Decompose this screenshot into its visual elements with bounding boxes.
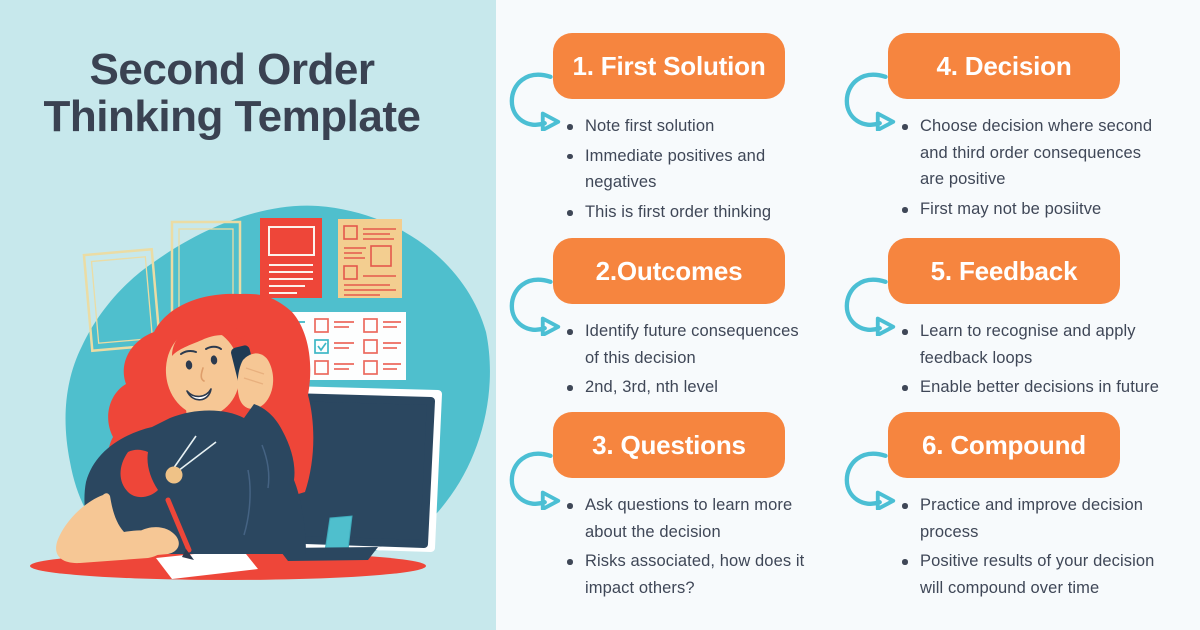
section-decision: 4. Decision Choose decision where second… — [844, 33, 1188, 226]
title-line-2: Thinking Template — [43, 92, 421, 141]
bullet-list: Ask questions to learn more about the de… — [565, 492, 851, 602]
section-header: 2.Outcomes — [553, 238, 785, 304]
bullet-list: Note first solution Immediate positives … — [565, 113, 851, 226]
eyebrows — [180, 345, 222, 355]
section-header: 5. Feedback — [888, 238, 1120, 304]
necklace — [172, 435, 217, 472]
curved-arrow-icon — [844, 451, 896, 510]
pendant — [165, 466, 183, 484]
sticky-notes-icon — [338, 219, 402, 298]
curved-arrow-icon — [509, 451, 561, 510]
bullet-list: Identify future consequences of this dec… — [565, 318, 851, 401]
hair-side-lock — [120, 449, 158, 498]
section-feedback: 5. Feedback Learn to recognise and apply… — [844, 238, 1188, 404]
page-title: Second Order Thinking Template — [0, 46, 464, 140]
left-panel: Second Order Thinking Template — [0, 0, 496, 630]
red-poster-icon — [260, 218, 322, 298]
bullet-item: Identify future consequences of this dec… — [565, 318, 851, 371]
section-first-solution: 1. First Solution Note first solution Im… — [509, 33, 853, 229]
phone-hand-fingers — [243, 367, 265, 385]
title-line-1: Second Order — [89, 45, 375, 94]
section-compound: 6. Compound Practice and improve decisio… — [844, 412, 1188, 605]
section-outcomes: 2.Outcomes Identify future consequences … — [509, 238, 853, 404]
curved-arrow-icon — [844, 72, 896, 131]
bullet-item: Practice and improve decision process — [900, 492, 1186, 545]
bullet-item: Learn to recognise and apply feedback lo… — [900, 318, 1186, 371]
bullet-item: 2nd, 3rd, nth level — [565, 374, 851, 401]
shirt-folds — [243, 444, 270, 536]
writing-arm — [56, 493, 164, 564]
section-header: 4. Decision — [888, 33, 1120, 99]
bullet-item: Ask questions to learn more about the de… — [565, 492, 851, 545]
bullet-item: Immediate positives and negatives — [565, 143, 851, 196]
curved-arrow-icon — [509, 277, 561, 336]
bullet-item: Risks associated, how does it impact oth… — [565, 548, 851, 601]
section-header: 3. Questions — [553, 412, 785, 478]
bullet-list: Practice and improve decision process Po… — [900, 492, 1186, 602]
bullet-item: Enable better decisions in future — [900, 374, 1186, 401]
nose — [200, 367, 205, 382]
bullet-list: Choose decision where second and third o… — [900, 113, 1186, 223]
section-header: 6. Compound — [888, 412, 1120, 478]
woman-figure — [56, 293, 314, 564]
paper-sheet — [156, 549, 258, 579]
curved-arrow-icon — [509, 72, 561, 131]
pen-icon — [165, 497, 194, 560]
bullet-item: Positive results of your decision will c… — [900, 548, 1186, 601]
smiling-mouth — [186, 388, 212, 401]
section-questions: 3. Questions Ask questions to learn more… — [509, 412, 853, 605]
bullet-item: Note first solution — [565, 113, 851, 140]
bullet-list: Learn to recognise and apply feedback lo… — [900, 318, 1186, 401]
writing-hand — [137, 527, 179, 556]
hair-fringe — [172, 321, 248, 356]
torso — [84, 404, 306, 554]
bullet-item: First may not be posiitve — [900, 196, 1186, 223]
curved-arrow-icon — [844, 277, 896, 336]
bullet-item: Choose decision where second and third o… — [900, 113, 1186, 193]
section-header: 1. First Solution — [553, 33, 785, 99]
bullet-item: This is first order thinking — [565, 199, 851, 226]
woman-on-phone-illustration — [30, 205, 490, 580]
eyes — [185, 355, 218, 370]
